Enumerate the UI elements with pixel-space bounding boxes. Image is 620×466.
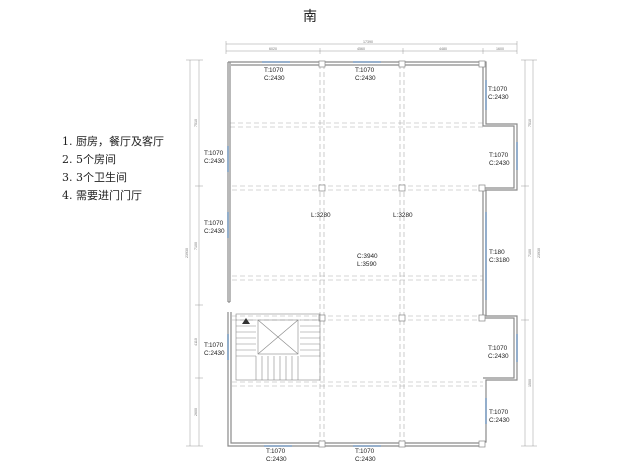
window-label: C:2430: [355, 456, 376, 463]
dim-top-seg: 1600: [496, 47, 504, 51]
dim-top-seg: 4480: [439, 47, 447, 51]
dim-right-total: 23930: [537, 248, 541, 258]
beam-label: L:3590: [357, 261, 377, 268]
window-label: C:2430: [355, 75, 376, 82]
orientation-label: 南: [303, 9, 317, 25]
staircase: [235, 313, 321, 381]
window-label: T:1070: [488, 345, 508, 352]
window-label: T:180: [489, 249, 505, 256]
left-dimensions: [186, 59, 203, 447]
window-label: T:1070: [489, 409, 509, 416]
window-label: C:2430: [489, 160, 510, 167]
window-label: C:2430: [488, 353, 509, 360]
requirement-item: 2. 5个房间: [62, 153, 116, 166]
window-label: T:1070: [204, 150, 224, 157]
dim-left-seg: 2600: [194, 408, 198, 416]
window-label: T:1070: [204, 342, 224, 349]
window-label: C:2430: [488, 94, 509, 101]
dim-left-total: 23930: [185, 248, 189, 258]
dim-top-seg: 6020: [269, 47, 277, 51]
window-label: C:3180: [489, 257, 510, 264]
requirement-item: 4. 需要进门门厅: [62, 189, 142, 202]
dim-top-total: 17390: [363, 40, 373, 44]
dim-left-seg: 4110: [194, 338, 198, 346]
window-label: T:1070: [488, 86, 508, 93]
beam-label: L:3280: [393, 212, 413, 219]
window-label: T:1070: [355, 67, 375, 74]
top-dimensions: [225, 41, 518, 54]
beam-label: C:3940: [357, 253, 378, 260]
window-label: C:2430: [204, 350, 225, 357]
right-dimensions: [521, 59, 537, 447]
dim-left-seg: 7510: [194, 119, 198, 127]
window-label: T:1070: [264, 67, 284, 74]
dim-right-seg: 1500: [528, 379, 532, 387]
beam-label: L:3280: [311, 212, 331, 219]
stair-arrow: [242, 318, 250, 324]
requirement-item: 3. 3个卫生间: [62, 171, 127, 184]
columns: [318, 60, 486, 448]
dim-left-seg: 7100: [194, 242, 198, 250]
beam-lines: [230, 64, 483, 442]
windows: [227, 61, 518, 447]
requirements-list: 1. 厨房，餐厅及客厅 2. 5个房间 3. 3个卫生间 4. 需要进门门厅: [62, 133, 164, 205]
dim-right-seg: 7510: [528, 119, 532, 127]
window-label: C:2430: [489, 417, 510, 424]
window-label: T:1070: [489, 152, 509, 159]
dim-right-seg: 7100: [528, 249, 532, 257]
window-label: T:1070: [355, 448, 375, 455]
window-label: C:2430: [266, 456, 287, 463]
window-label: T:1070: [266, 448, 286, 455]
window-label: C:2430: [264, 75, 285, 82]
dim-top-seg: 4560: [357, 47, 365, 51]
window-label: T:1070: [204, 220, 224, 227]
requirement-item: 1. 厨房，餐厅及客厅: [62, 135, 164, 148]
window-label: C:2430: [204, 158, 225, 165]
window-label: C:2430: [204, 228, 225, 235]
